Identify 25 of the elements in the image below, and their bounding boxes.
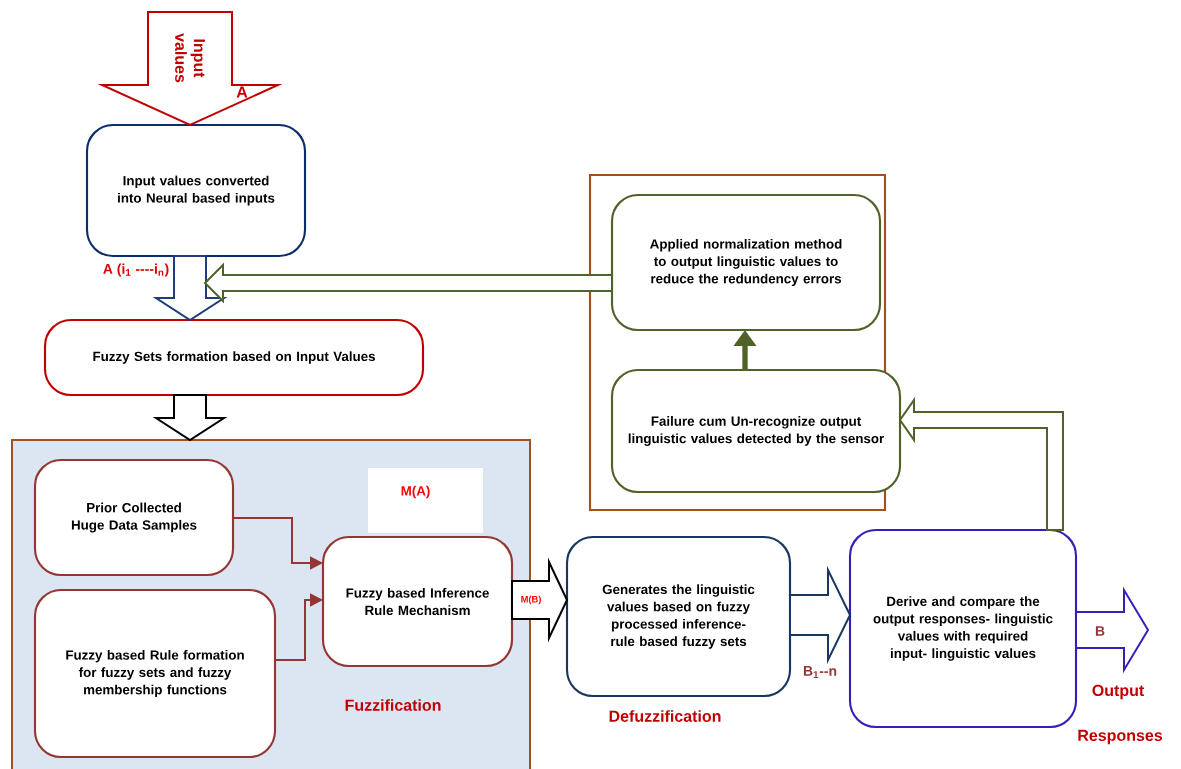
process-box: Failure cum Un-recognize output linguistic values detected by the sensor	[610, 368, 902, 494]
process-box: Derive and compare the output responses- linguistic values with required input- linguistic values	[848, 528, 1078, 729]
process-box: Prior Collected Huge Data Samples	[33, 458, 235, 577]
process-box: Input values converted into Neural based inputs	[85, 123, 307, 258]
process-box: Generates the linguistic values based on fuzzy processed inference-rule based fuzzy sets	[565, 535, 792, 698]
block-arrow	[511, 557, 569, 643]
output-label: Output	[1092, 684, 1145, 700]
group-frame	[588, 173, 887, 512]
edge-label: A (i$_{1}$ ----i$_{n}$)	[101, 262, 171, 278]
output-label: Responses	[1078, 729, 1163, 745]
block-arrow	[1075, 586, 1150, 674]
block-arrow	[152, 255, 228, 322]
process-box: Fuzzy based Rule formation for fuzzy sets and fuzzy membership functions	[33, 588, 277, 759]
process-box: Fuzzy based Inference Rule Mechanism	[321, 535, 514, 668]
block-arrow	[789, 565, 852, 665]
stage-label: Defuzzification	[609, 710, 721, 722]
block-arrow	[203, 262, 613, 304]
process-box: Applied normalization method to output linguistic values to reduce the redundency errors	[610, 193, 882, 332]
edge-label: B$_{1}$--n	[801, 664, 839, 680]
process-box: Fuzzy Sets formation based on Input Values	[43, 318, 425, 397]
label-box: M(A)	[368, 468, 483, 533]
edge-label: Input values	[173, 26, 207, 90]
block-arrow	[898, 396, 1064, 531]
name-letter: A	[236, 86, 248, 98]
block-arrow	[152, 394, 228, 442]
